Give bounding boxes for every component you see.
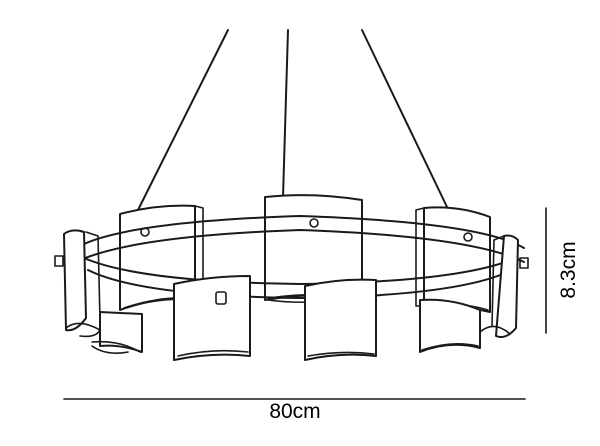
screw-hole — [463, 232, 473, 242]
right-suspension-wire — [361, 29, 449, 210]
height-dimension: 8.3cm — [545, 207, 580, 334]
ring-front-top — [83, 257, 517, 285]
shade-far-left — [63, 229, 87, 332]
width-label: 80cm — [269, 400, 320, 423]
shade-back-right — [423, 206, 491, 313]
height-label: 8.3cm — [557, 241, 580, 298]
shade-far-right — [495, 234, 519, 338]
left-end-tab — [54, 255, 64, 267]
shade-front-left — [99, 311, 143, 353]
shade-front-middle-left — [173, 275, 251, 361]
ring-front-bottom — [87, 269, 513, 299]
mount-slot — [215, 291, 227, 305]
front-shades — [91, 275, 481, 361]
center-suspension-wire — [282, 29, 289, 198]
side-shades — [63, 229, 519, 338]
shade-front-right — [419, 298, 481, 353]
ring-bottom-edge — [75, 229, 525, 263]
right-end-tab — [519, 257, 529, 269]
ring-top-edge — [75, 215, 525, 249]
screw-hole — [309, 218, 319, 228]
width-dimension: 80cm — [63, 398, 526, 423]
shade-front-middle-right — [304, 278, 377, 361]
ring-frame — [75, 215, 525, 299]
end-tabs — [54, 255, 529, 269]
suspension-wires — [137, 29, 449, 211]
left-suspension-wire — [137, 29, 229, 211]
